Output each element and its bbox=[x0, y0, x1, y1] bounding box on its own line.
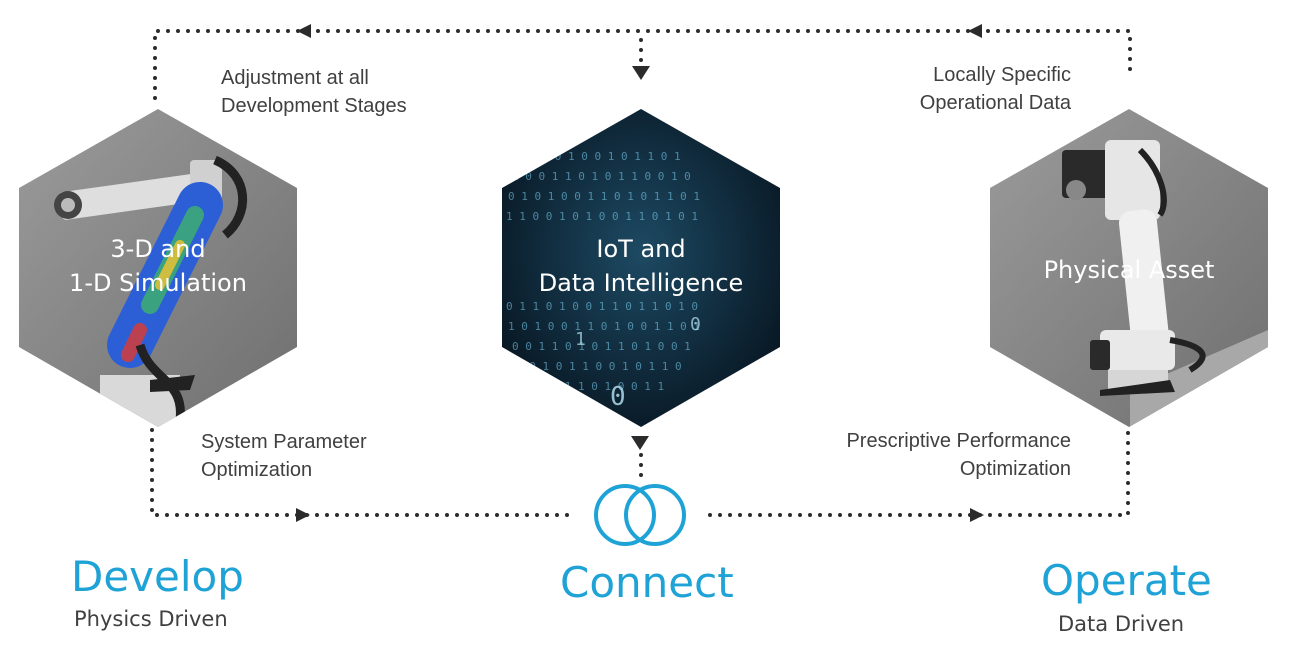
top-right-label: Locally Specific Operational Data bbox=[920, 61, 1071, 117]
robot-arm-simulation-image bbox=[54, 155, 248, 427]
connect-hexagon-line1: IoT and bbox=[596, 235, 686, 263]
svg-text:0: 0 bbox=[610, 382, 626, 412]
bottom-right-label: Prescriptive Performance Optimization bbox=[846, 427, 1071, 483]
bottom-left-line bbox=[150, 428, 572, 517]
svg-text:0 1 1 0 1 0 0 1 1 0 1 1 0 1 0: 0 1 1 0 1 0 0 1 1 0 1 1 0 1 0 bbox=[506, 300, 698, 313]
develop-hexagon-line2: 1-D Simulation bbox=[69, 269, 247, 297]
bottom-left-label-line2: Optimization bbox=[201, 459, 313, 481]
binary-data-stream-image: 0 1 1 0 1 0 0 1 0 1 1 0 1 1 0 0 1 1 0 1 … bbox=[506, 150, 701, 412]
svg-text:1 0 0 1 1 0 1 0 1 1 0 0 1 0: 1 0 0 1 1 0 1 0 1 1 0 0 1 0 bbox=[512, 170, 691, 183]
svg-text:0: 0 bbox=[690, 314, 701, 335]
top-left-label: Adjustment at all Development Stages bbox=[221, 64, 407, 120]
top-left-label-line2: Development Stages bbox=[221, 95, 407, 117]
arrow-right-icon bbox=[970, 508, 984, 522]
develop-subtitle: Physics Driven bbox=[74, 607, 228, 631]
develop-hexagon-label: 3-D and 1-D Simulation bbox=[19, 232, 297, 300]
connect-hexagon-line2: Data Intelligence bbox=[538, 269, 744, 297]
svg-text:0 1 1 0 1 0 0 1 0 1 1 0 1: 0 1 1 0 1 0 0 1 0 1 1 0 1 bbox=[515, 150, 681, 163]
connect-title: Connect bbox=[560, 558, 734, 607]
svg-text:1: 1 bbox=[575, 329, 586, 350]
connect-hexagon-label: IoT and Data Intelligence bbox=[502, 232, 780, 300]
top-right-label-line2: Operational Data bbox=[919, 92, 1071, 114]
arrow-left-icon bbox=[968, 24, 982, 38]
two-overlapping-rings-icon bbox=[594, 484, 686, 546]
develop-hexagon-line1: 3-D and bbox=[110, 235, 206, 263]
svg-text:1 0 1 0 0 1 1 0 1 0 0 1 1 0 1: 1 0 1 0 0 1 1 0 1 0 0 1 1 0 1 bbox=[508, 320, 700, 333]
operate-subtitle: Data Driven bbox=[1058, 612, 1185, 636]
arrow-down-icon bbox=[631, 436, 649, 450]
arrow-right-icon bbox=[296, 508, 310, 522]
svg-text:0 0 1 1 0 1 0 1 1 0 1 0 0 1: 0 0 1 1 0 1 0 1 1 0 1 0 0 1 bbox=[512, 340, 691, 353]
operate-hexagon-label: Physical Asset bbox=[990, 253, 1268, 287]
svg-text:0 1 0 1 1 0 1 0 0 1 1: 0 1 0 1 1 0 1 0 0 1 1 bbox=[525, 380, 664, 393]
bottom-right-label-line1: Prescriptive Performance bbox=[846, 430, 1071, 452]
arrow-left-icon bbox=[297, 24, 311, 38]
bottom-right-label-line2: Optimization bbox=[959, 458, 1071, 480]
bottom-right-line bbox=[708, 428, 1130, 517]
top-left-label-line1: Adjustment at all bbox=[221, 67, 369, 89]
dotted-loop bbox=[150, 29, 1132, 517]
develop-title: Develop bbox=[71, 552, 244, 601]
svg-text:1 0 1 0 1 1 0 0 1 0 1 1 0: 1 0 1 0 1 1 0 0 1 0 1 1 0 bbox=[516, 360, 682, 373]
top-loop-line bbox=[153, 29, 1132, 100]
svg-text:1 1 0 0 1 0 1 0 0 1 1 0 1 0 1: 1 1 0 0 1 0 1 0 0 1 1 0 1 0 1 bbox=[506, 210, 698, 223]
svg-text:0 1 0 1 0 0 1 1 0 1 0 1 1 0 1: 0 1 0 1 0 0 1 1 0 1 0 1 1 0 1 bbox=[508, 190, 700, 203]
operate-hexagon-line1: Physical Asset bbox=[1043, 256, 1215, 284]
bottom-left-label: System Parameter Optimization bbox=[201, 428, 367, 484]
top-right-label-line1: Locally Specific bbox=[933, 64, 1071, 86]
arrow-down-icon bbox=[632, 66, 650, 80]
connect-hexagon: 0 1 1 0 1 0 0 1 0 1 1 0 1 1 0 0 1 1 0 1 … bbox=[502, 109, 780, 427]
develop-hexagon bbox=[19, 109, 297, 427]
operate-title: Operate bbox=[1041, 556, 1212, 605]
bottom-left-label-line1: System Parameter bbox=[201, 431, 367, 453]
